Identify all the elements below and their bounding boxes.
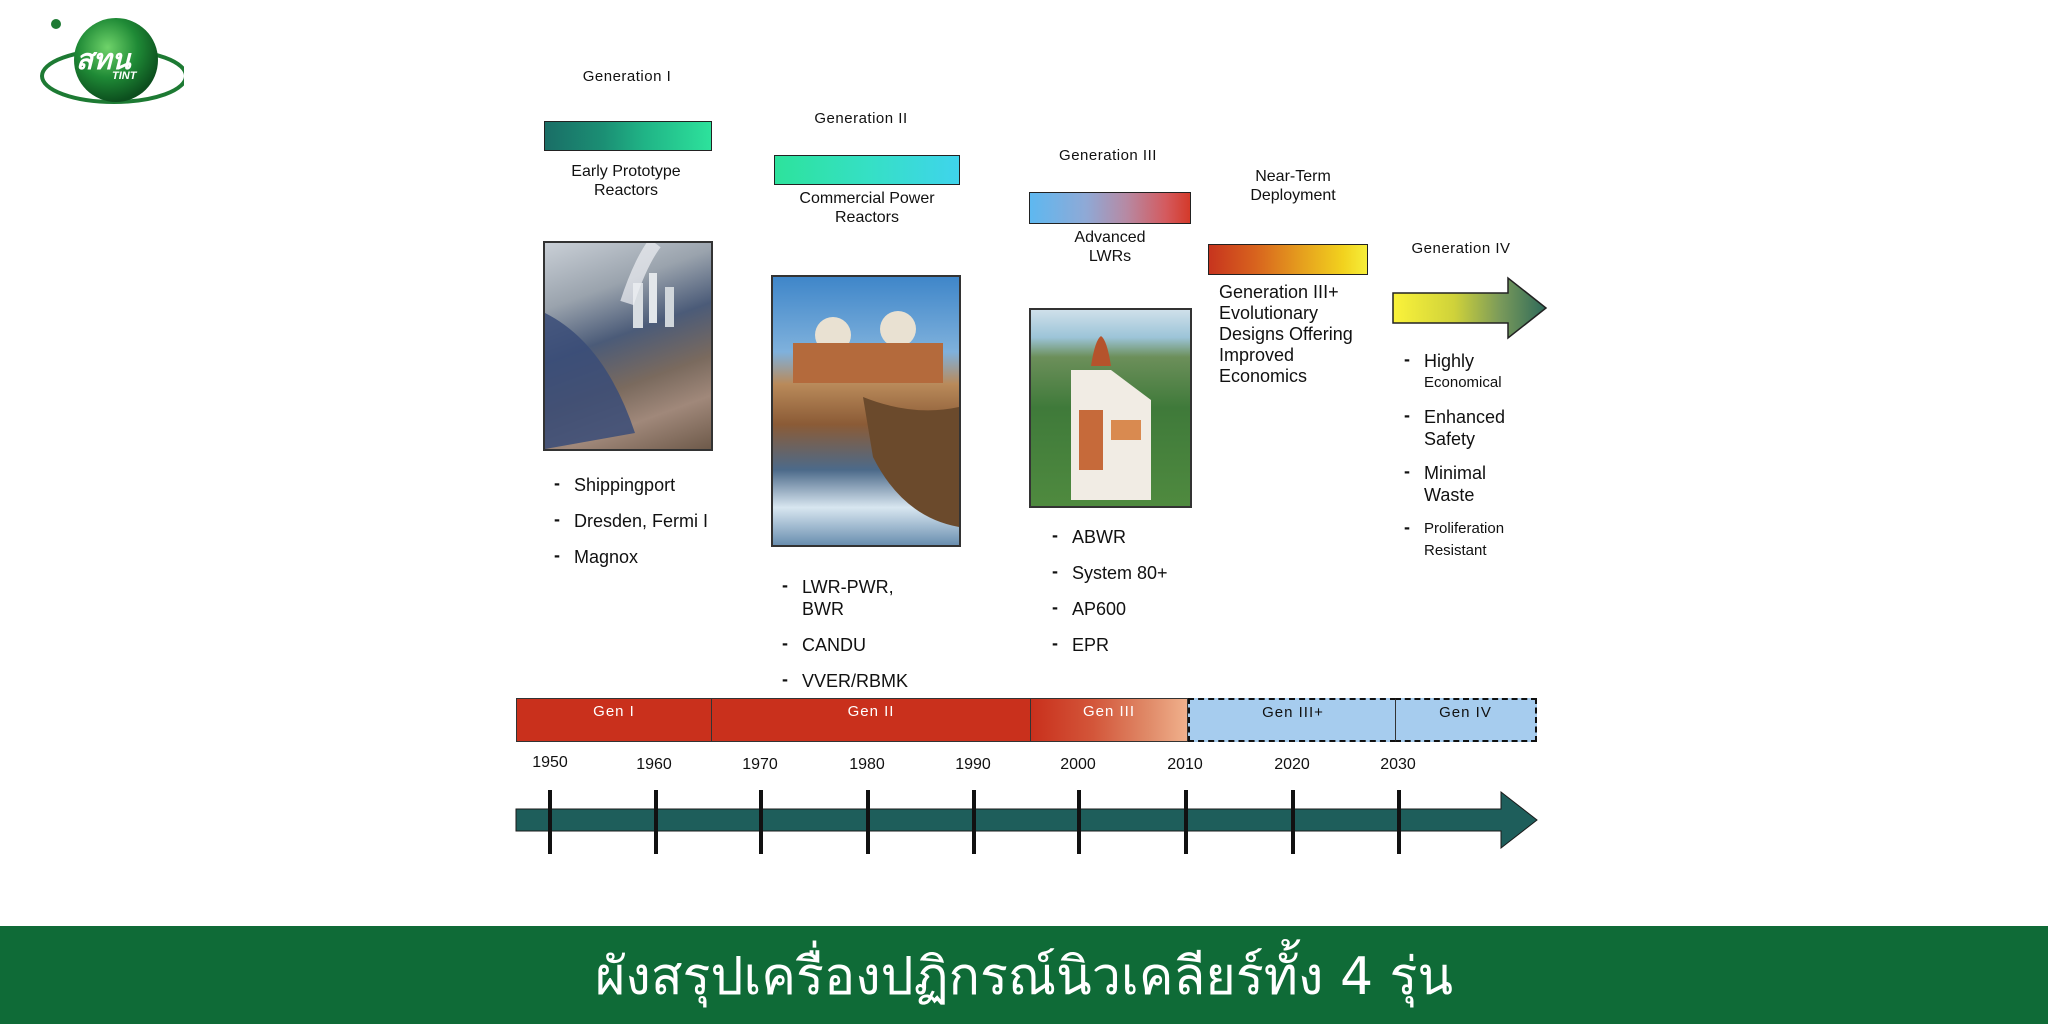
gen3-title: Generation III [1059, 147, 1157, 164]
gen2-description: Commercial Power Reactors [799, 190, 935, 226]
logo: สทน TINT [34, 14, 188, 106]
logo-text: สทน [76, 43, 131, 76]
gen4-arrow-icon [1392, 276, 1548, 340]
gen2-color-bar [774, 155, 960, 185]
gen3-color-bar [1029, 192, 1191, 224]
list-item: ABWR [1052, 524, 1168, 548]
list-item: Enhanced Safety [1404, 404, 1505, 450]
gen3-reactor-photo [1029, 308, 1192, 508]
gen1-title: Generation I [582, 68, 672, 85]
list-item: Dresden, Fermi I [554, 508, 708, 532]
timeline-tick [1397, 790, 1401, 854]
near-term-description: Generation III+ Evolutionary Designs Off… [1219, 282, 1353, 386]
year-label: 2010 [1167, 756, 1203, 773]
timeline-gen3-plus: Gen III+ [1188, 698, 1396, 742]
year-label: 1980 [849, 756, 885, 773]
gen2-reactor-photo [771, 275, 961, 547]
logo-subtext: TINT [112, 70, 137, 82]
list-item: Highly Economical [1404, 348, 1505, 394]
list-item: EPR [1052, 632, 1168, 656]
timeline-tick [759, 790, 763, 854]
year-label: 1950 [532, 754, 568, 771]
list-item: Shippingport [554, 472, 708, 496]
year-label: 2030 [1380, 756, 1416, 773]
page-title: ผังสรุปเครื่องปฏิกรณ์นิวเคลียร์ทั้ง 4 รุ… [594, 946, 1454, 1007]
list-item: Proliferation Resistant [1404, 516, 1505, 562]
footer-banner: ผังสรุปเครื่องปฏิกรณ์นิวเคลียร์ทั้ง 4 รุ… [0, 926, 2048, 1024]
year-label: 2000 [1060, 756, 1096, 773]
gen2-title: Generation II [814, 110, 908, 127]
timeline-tick [1291, 790, 1295, 854]
timeline-gen1: Gen I [516, 698, 712, 742]
gen1-reactor-photo [543, 241, 713, 451]
timeline-gen4: Gen IV [1395, 698, 1537, 742]
list-item: LWR-PWR, BWR [782, 574, 912, 620]
gen4-title: Generation IV [1411, 240, 1511, 257]
near-term-title: Near-Term Deployment [1250, 168, 1336, 204]
timeline-tick [1077, 790, 1081, 854]
timeline-arrow-icon [515, 790, 1538, 850]
gen1-color-bar [544, 121, 712, 151]
year-label: 1990 [955, 756, 991, 773]
gen2-examples: LWR-PWR, BWR CANDU VVER/RBMK [782, 574, 912, 706]
timeline-tick [1184, 790, 1188, 854]
gen4-goals: Highly Economical Enhanced Safety Minima… [1404, 348, 1505, 574]
year-label: 1970 [742, 756, 778, 773]
timeline-tick [548, 790, 552, 854]
gen1-description: Early Prototype Reactors [571, 163, 681, 199]
timeline-gen2: Gen II [711, 698, 1031, 742]
list-item: Minimal Waste [1404, 460, 1505, 506]
list-item: CANDU [782, 632, 912, 656]
year-label: 1960 [636, 756, 672, 773]
near-term-color-bar [1208, 244, 1368, 275]
year-label: 2020 [1274, 756, 1310, 773]
gen3-description: Advanced LWRs [1074, 229, 1146, 265]
timeline-tick [972, 790, 976, 854]
timeline-tick [866, 790, 870, 854]
list-item: VVER/RBMK [782, 668, 912, 692]
gen3-examples: ABWR System 80+ AP600 EPR [1052, 524, 1168, 670]
timeline-tick [654, 790, 658, 854]
list-item: System 80+ [1052, 560, 1168, 584]
timeline-gen3: Gen III [1030, 698, 1188, 742]
list-item: AP600 [1052, 596, 1168, 620]
list-item: Magnox [554, 544, 708, 568]
gen1-examples: Shippingport Dresden, Fermi I Magnox [554, 472, 708, 582]
